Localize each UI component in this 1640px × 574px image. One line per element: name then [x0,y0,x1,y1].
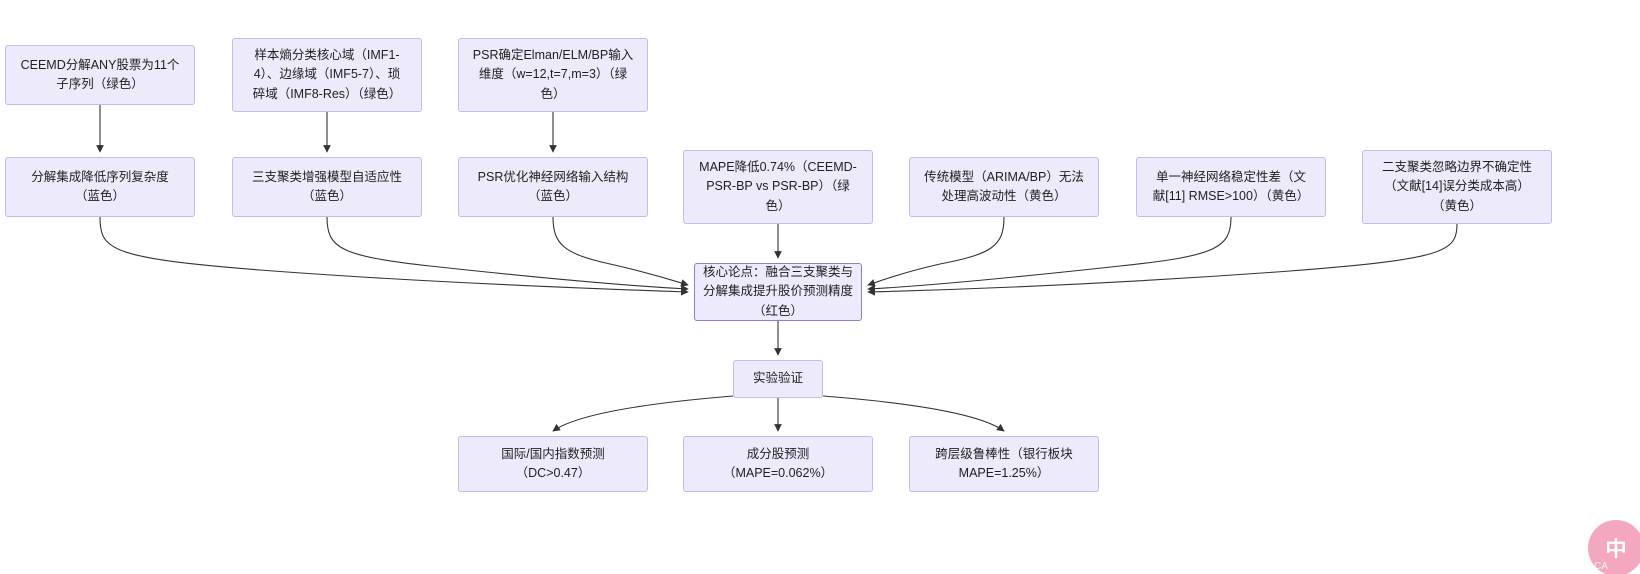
node-label: 传统模型（ARIMA/BP）无法 处理高波动性（黄色） [924,169,1084,203]
node-label: 样本熵分类核心域（IMF1- 4）、边缘域（IMF5-7）、琐 碎域（IMF8-… [252,47,402,101]
edge-exp-r1 [552,395,734,432]
node-traditional-model-limitation[interactable]: 传统模型（ARIMA/BP）无法 处理高波动性（黄色） [909,157,1099,217]
watermark-sub-label: CA [1594,561,1608,572]
node-two-way-clustering-boundary[interactable]: 二支聚类忽略边界不确定性 （文献[14]误分类成本高） （黄色） [1362,150,1552,224]
node-single-network-instability[interactable]: 单一神经网络稳定性差（文 献[11] RMSE>100）（黄色） [1136,157,1326,217]
node-result-constituent-stock[interactable]: 成分股预测 （MAPE=0.062%） [683,436,873,492]
node-label: 单一神经网络稳定性差（文 献[11] RMSE>100）（黄色） [1152,169,1310,203]
node-label: CEEMD分解ANY股票为11个 子序列（绿色） [20,57,180,91]
edge-n8-core [867,216,1005,287]
node-result-cross-level-robustness[interactable]: 跨层级鲁棒性（银行板块 MAPE=1.25%） [909,436,1099,492]
node-label: PSR确定Elman/ELM/BP输入 维度（w=12,t=7,m=3）（绿 色… [472,47,634,101]
node-label: 成分股预测 （MAPE=0.062%） [722,446,834,480]
edge-exp-r3 [822,395,1005,432]
node-psr-optimize-network-input[interactable]: PSR优化神经网络输入结构 （蓝色） [458,157,648,217]
edge-n9-core [867,216,1232,293]
node-label: 核心论点：融合三支聚类与 分解集成提升股价预测精度 （红色） [703,264,854,318]
node-core-argument[interactable]: 核心论点：融合三支聚类与 分解集成提升股价预测精度 （红色） [694,263,862,321]
node-result-index-forecast[interactable]: 国际/国内指数预测 （DC>0.47） [458,436,648,492]
edge-n6-core [552,216,689,287]
edge-n10-core [867,223,1458,296]
node-label: 实验验证 [752,371,803,386]
node-label: 二支聚类忽略边界不确定性 （文献[14]误分类成本高） （黄色） [1381,159,1532,213]
watermark-glyph: 中 [1605,538,1627,561]
edge-n5-core [326,216,689,293]
node-label: 国际/国内指数预测 （DC>0.47） [501,446,605,480]
node-label: MAPE降低0.74%（CEEMD- PSR-BP vs PSR-BP）（绿 色… [699,159,857,213]
node-label: 跨层级鲁棒性（银行板块 MAPE=1.25%） [935,446,1073,480]
node-experiment-verification[interactable]: 实验验证 [733,360,823,398]
node-sample-entropy-classify[interactable]: 样本熵分类核心域（IMF1- 4）、边缘域（IMF5-7）、琐 碎域（IMF8-… [232,38,422,112]
node-psr-input-dimension[interactable]: PSR确定Elman/ELM/BP输入 维度（w=12,t=7,m=3）（绿 色… [458,38,648,112]
node-label: 三支聚类增强模型自适应性 （蓝色） [251,169,402,203]
edge-n4-core [99,216,689,296]
node-label: 分解集成降低序列复杂度 （蓝色） [31,169,169,203]
node-three-way-clustering-adaptive[interactable]: 三支聚类增强模型自适应性 （蓝色） [232,157,422,217]
node-mape-improvement[interactable]: MAPE降低0.74%（CEEMD- PSR-BP vs PSR-BP）（绿 色… [683,150,873,224]
node-reduce-sequence-complexity[interactable]: 分解集成降低序列复杂度 （蓝色） [5,157,195,217]
watermark-badge: 中 CA [1588,520,1640,574]
node-label: PSR优化神经网络输入结构 （蓝色） [477,169,629,203]
node-ceemd-decompose[interactable]: CEEMD分解ANY股票为11个 子序列（绿色） [5,45,195,105]
